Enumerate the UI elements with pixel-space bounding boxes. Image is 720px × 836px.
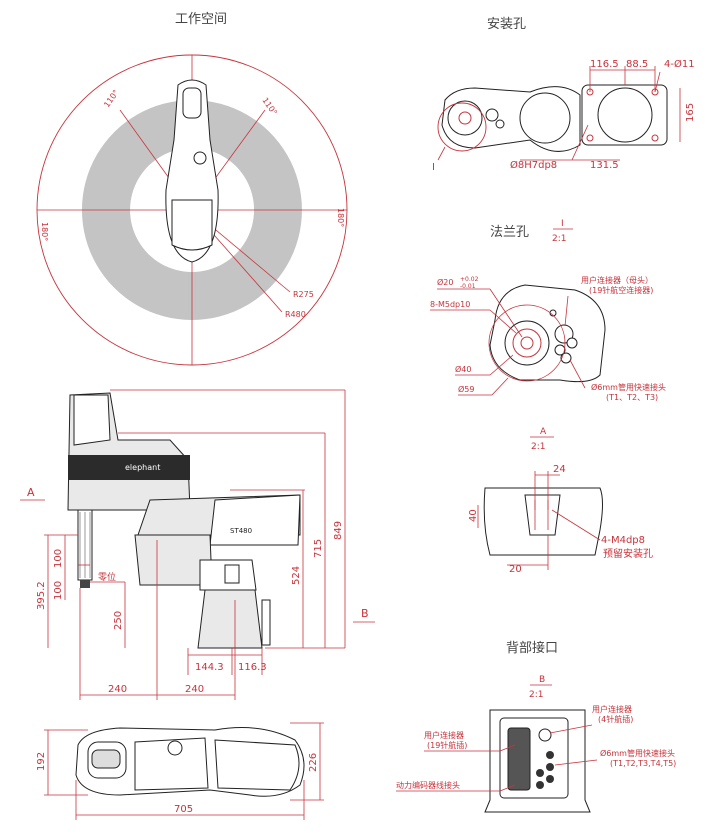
angle-right-label: 110° — [260, 96, 278, 117]
flange-shape — [489, 284, 606, 383]
back-title: 背部接口 — [506, 640, 558, 656]
section-a-num: A — [540, 427, 547, 437]
flange-user-conn-sub: (19针航空连接器) — [589, 285, 653, 295]
side-dark-band — [68, 455, 190, 480]
dim-131-5: 131.5 — [590, 160, 619, 171]
dim-524: 524 — [291, 566, 302, 585]
base-plate — [581, 84, 668, 146]
side-view: elephant ST480 A B 849 715 524 — [20, 389, 375, 700]
dim-100-b: 100 — [53, 581, 64, 600]
mount-holes-view: 安装孔 I 116.5 88.5 4-Ø11 165 — [432, 17, 696, 173]
angle-left-label: 110° — [102, 88, 120, 109]
mount-title: 安装孔 — [487, 17, 526, 32]
flange-scale-num: I — [561, 219, 564, 229]
dim-24: 24 — [553, 464, 566, 475]
dim-240-b: 240 — [185, 684, 204, 695]
angle-side-right-label: 180° — [336, 208, 345, 227]
section-a-note: 预留安装孔 — [603, 547, 653, 560]
dim-250: 250 — [113, 611, 124, 630]
dim-d59: Ø59 — [458, 384, 474, 394]
top-view: 192 226 705 — [36, 722, 324, 820]
back-interface-view: 背部接口 B 2:1 用户连接器 (19针航插) 用户连接器 (4针航插) Ø6… — [396, 640, 676, 813]
angle-side-left-label: 180° — [40, 222, 49, 241]
section-a-holes: 4-M4dp8 — [601, 535, 645, 546]
dim-d40: Ø40 — [455, 364, 471, 374]
workspace-title: 工作空间 — [175, 12, 227, 27]
dim-pin: Ø8H7dp8 — [510, 159, 557, 171]
back-panel-shape — [484, 709, 591, 813]
brand-label: elephant — [125, 463, 160, 472]
dim-d20: Ø20 — [437, 277, 453, 287]
dim-116-3: 116.3 — [238, 662, 267, 673]
detail-mark-label: I — [432, 162, 435, 173]
dim-226: 226 — [308, 753, 319, 772]
mount-plan-shape — [441, 86, 581, 152]
radius-480-label: R480 — [285, 310, 306, 319]
dim-100-a: 100 — [53, 549, 64, 568]
dim-705: 705 — [174, 804, 193, 815]
flange-title: 法兰孔 — [490, 225, 529, 240]
workspace-view: 工作空间 110° 110° 180° 180° R275 R480 — [36, 12, 348, 366]
robot-top-silhouette — [165, 79, 219, 263]
dim-d20-tol-dn: -0.01 — [460, 283, 476, 290]
flange-scale-den: 2:1 — [552, 234, 566, 244]
section-a-marker: A — [27, 486, 35, 499]
dim-tapped: 8-M5dp10 — [430, 300, 470, 309]
back-air-sub: (T1,T2,T3,T4,T5) — [610, 759, 676, 768]
back-user-conn2-sub: (4针航插) — [598, 714, 633, 724]
dim-a-20: 20 — [509, 564, 522, 575]
dim-a-40: 40 — [468, 509, 479, 522]
side-base — [197, 589, 263, 649]
dim-4-holes: 4-Ø11 — [664, 58, 695, 70]
dim-116-5: 116.5 — [590, 59, 619, 70]
model-label: ST480 — [230, 527, 252, 535]
flange-air-sub: (T1、T2、T3) — [606, 393, 658, 402]
dim-165: 165 — [685, 103, 696, 122]
dim-395: 395.2 — [36, 581, 47, 610]
flange-air: Ø6mm管用快速接头 — [591, 382, 666, 392]
back-power-label: 动力编码器线接头 — [396, 780, 460, 790]
back-user-conn-sub: (19针航插) — [427, 740, 467, 750]
section-b-marker: B — [361, 607, 369, 620]
back-user-conn2: 用户连接器 — [592, 704, 632, 714]
dim-240-a: 240 — [108, 684, 127, 695]
back-scale-num: B — [539, 675, 545, 685]
radius-275-label: R275 — [293, 290, 314, 299]
flange-user-conn: 用户连接器（母头） — [581, 275, 653, 285]
back-scale-den: 2:1 — [529, 690, 543, 700]
dim-849: 849 — [333, 521, 344, 540]
detail-circle — [437, 102, 487, 152]
section-a-shape — [483, 487, 603, 556]
dim-88-5: 88.5 — [626, 59, 648, 70]
dim-d20-tol-up: +0.02 — [460, 276, 479, 283]
section-a-den: 2:1 — [531, 442, 545, 452]
dim-715: 715 — [313, 539, 324, 558]
dim-144-3: 144.3 — [195, 662, 224, 673]
zero-position-label: 零位 — [98, 571, 116, 583]
section-a-view: A 2:1 24 40 20 4-M4dp8 预留安装孔 — [468, 427, 653, 575]
flange-view: 法兰孔 I 2:1 Ø20 +0.02 -0.01 8-M5dp10 Ø40 Ø… — [430, 219, 666, 402]
dim-192: 192 — [36, 752, 47, 771]
back-air: Ø6mm管用快速接头 — [600, 748, 675, 758]
reach-annulus — [81, 100, 302, 320]
back-user-conn: 用户连接器 — [424, 730, 464, 740]
